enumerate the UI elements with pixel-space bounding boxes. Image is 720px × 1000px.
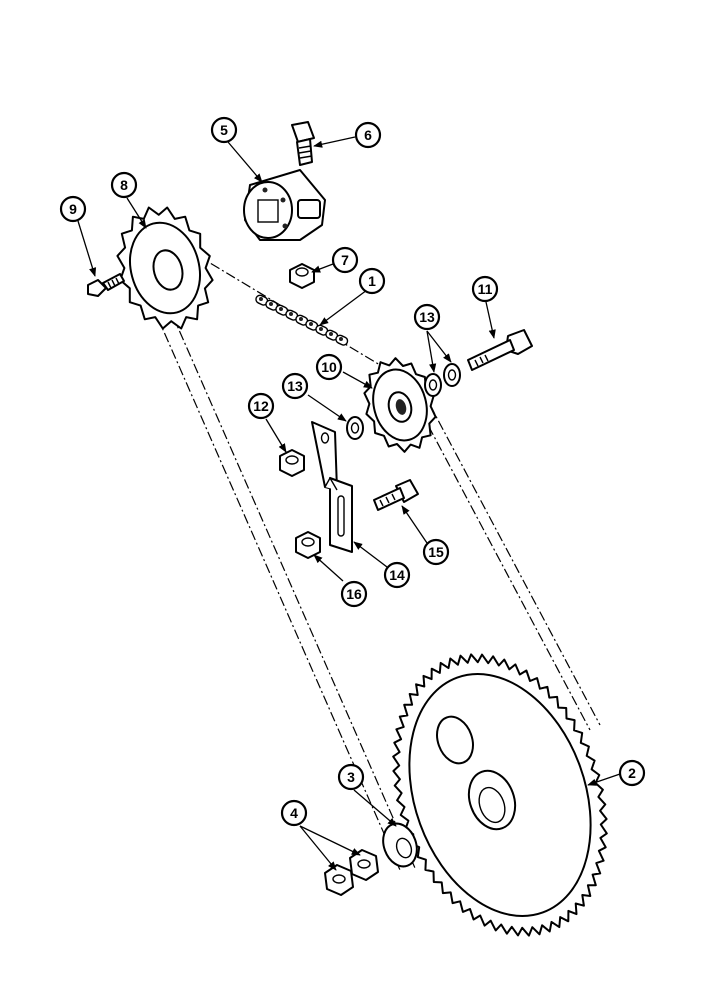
adjuster-bolt: [373, 479, 419, 511]
svg-text:12: 12: [253, 398, 269, 414]
callout-12: 12: [247, 392, 275, 420]
svg-text:2: 2: [628, 765, 636, 781]
idler-bolt: [467, 329, 533, 371]
callout-8: 8: [110, 171, 138, 199]
callout-16: 16: [340, 580, 368, 608]
svg-text:6: 6: [364, 127, 372, 143]
svg-text:4: 4: [290, 805, 298, 821]
svg-text:3: 3: [347, 769, 355, 785]
callout-6: 6: [354, 121, 382, 149]
svg-text:13: 13: [419, 309, 435, 325]
callout-13-left: 13: [281, 372, 309, 400]
svg-text:9: 9: [69, 201, 77, 217]
svg-text:5: 5: [220, 122, 228, 138]
spacer-washer: [382, 822, 418, 868]
flange-nut-16: [295, 531, 321, 559]
sprocket-bolt: [87, 273, 125, 297]
hex-nut-7: [289, 263, 315, 289]
large-sprocket: [392, 653, 608, 937]
callout-1: 1: [358, 267, 386, 295]
flange-nut-12: [279, 449, 305, 477]
hub-nuts: [324, 849, 379, 896]
callout-4: 4: [280, 799, 308, 827]
hub-bolt: [291, 121, 315, 166]
svg-text:1: 1: [368, 273, 376, 289]
svg-text:7: 7: [341, 252, 349, 268]
svg-text:8: 8: [120, 177, 128, 193]
svg-text:11: 11: [478, 281, 493, 297]
callout-15: 15: [422, 538, 450, 566]
callout-14: 14: [383, 561, 411, 589]
callout-3: 3: [337, 763, 365, 791]
callout-5: 5: [210, 116, 238, 144]
callout-13-top: 13: [413, 303, 441, 331]
callout-11: 11: [471, 275, 499, 303]
roller-chain: [255, 294, 349, 346]
svg-text:14: 14: [389, 567, 405, 583]
callout-7: 7: [331, 246, 359, 274]
callout-10: 10: [315, 353, 343, 381]
washers: [346, 363, 461, 440]
idler-sprocket: [363, 357, 437, 453]
hub-coupler: [243, 169, 326, 241]
callout-9: 9: [59, 195, 87, 223]
svg-text:16: 16: [346, 586, 362, 602]
svg-text:13: 13: [287, 378, 303, 394]
leader-lines: [77, 136, 621, 871]
svg-text:10: 10: [321, 359, 337, 375]
adjuster-bracket: [311, 421, 353, 553]
svg-text:15: 15: [428, 544, 444, 560]
callout-2: 2: [618, 759, 646, 787]
drive-sprocket: [116, 206, 214, 330]
